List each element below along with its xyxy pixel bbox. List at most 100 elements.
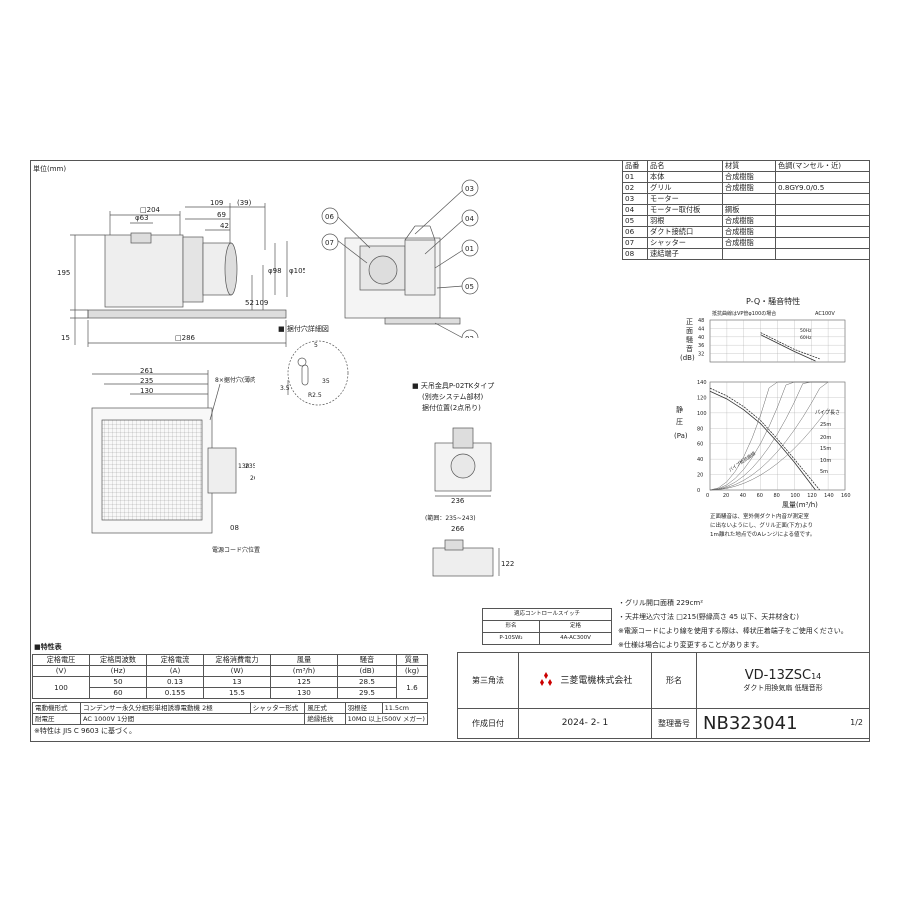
note-line: ・グリル開口面積 229cm²	[618, 599, 704, 607]
parts-cell: 06	[622, 226, 648, 238]
pipe-length: 15m	[820, 446, 831, 452]
part-callout: 05	[465, 283, 474, 291]
page-number: 1/2	[850, 718, 863, 727]
dim-label: 261	[250, 475, 255, 482]
product-name: ダクト用換気扇 低騒音形	[743, 684, 823, 693]
part-callout: 03	[465, 185, 474, 193]
pipe-length: 25m	[820, 422, 831, 428]
parts-cell: 鋼板	[722, 204, 776, 216]
parts-cell: 速結端子	[647, 248, 723, 260]
parts-cell	[722, 193, 776, 205]
hanger-drawing: 236 (範囲：235~243) 266 122	[425, 427, 514, 577]
dim-label: 266	[451, 525, 465, 533]
pipe-resistance-curve	[709, 381, 829, 491]
parts-cell	[775, 248, 870, 260]
cord-hole-note: 電源コード穴位置	[212, 547, 261, 554]
part-callout: 04	[465, 215, 474, 223]
dim-label: 42	[220, 222, 229, 230]
noise-curve-60Hz	[760, 332, 820, 360]
spec-table-title: ■特性表	[34, 643, 62, 651]
x-tick-label: 20	[723, 493, 729, 499]
parts-cell: 05	[622, 215, 648, 227]
parts-header: 品番	[622, 160, 648, 172]
parts-cell	[775, 215, 870, 227]
switch-table-title: 適応コントロールスイッチ	[482, 608, 612, 621]
dim-label: 52	[245, 299, 254, 307]
dim-label: φ98	[268, 267, 282, 275]
noise-tick-label: 44	[698, 326, 704, 332]
switch-model: P-10SW₂	[482, 632, 540, 645]
chart-note: 抵抗曲線はVP管φ100の場合	[712, 310, 776, 317]
dim-label: 130	[140, 387, 153, 395]
spec-header: 風量	[270, 654, 338, 666]
parts-cell	[775, 171, 870, 183]
dim-label: 130	[238, 463, 250, 470]
pressure-tick-label: 80	[697, 426, 703, 432]
spec-cell: 50	[89, 676, 147, 688]
pq-chart: P-Q・騒音特性 抵抗曲線はVP管φ100の場合 AC100V 正 面 騒 音 …	[674, 296, 851, 538]
parts-cell	[775, 226, 870, 238]
chart-voltage: AC100V	[815, 311, 835, 317]
dim-label: φ105	[289, 267, 305, 275]
x-tick-label: 100	[790, 493, 800, 499]
parts-cell: 01	[622, 171, 648, 183]
parts-cell: 03	[622, 193, 648, 205]
pipe-length: 20m	[820, 435, 831, 441]
projection-method: 第三角法	[457, 652, 519, 709]
parts-cell: ダクト接続口	[647, 226, 723, 238]
parts-cell: モーター	[647, 193, 723, 205]
motor-value: コンデンサー永久分相形単相誘導電動機 2極	[80, 702, 251, 714]
pipe-length-label: パイプ長さ	[815, 409, 840, 416]
note-line: ・天井埋込穴寸法 □215(野縁高さ 45 以下、天井材含む)	[618, 613, 800, 621]
spec-unit: (m³/h)	[270, 665, 338, 677]
dim-label: R2.5	[308, 392, 322, 399]
spec-cell: 28.5	[337, 676, 397, 688]
legend-50hz: 50Hz	[800, 328, 812, 334]
switch-rating: 4A-AC300V	[538, 632, 613, 645]
document-number: NB323041	[703, 712, 798, 734]
pressure-tick-label: 0	[697, 488, 700, 494]
title-block: 第三角法 三菱電機株式会社 形名 VD-13ZSC14 ダクト用換気扇 低騒音形…	[457, 652, 870, 739]
hanger-install-note: 据付位置(2点吊り)	[422, 404, 481, 412]
pipe-resistance-curve	[709, 381, 829, 491]
part-callout: 02	[465, 335, 474, 338]
parts-cell: 羽根	[647, 215, 723, 227]
chart-footnote: 1m離れた地点でのAレンジによる値です。	[710, 530, 815, 538]
parts-cell: 合成樹脂	[722, 171, 776, 183]
part-callout: 06	[325, 213, 334, 221]
noise-tick-label: 40	[698, 335, 704, 341]
dim-label: 122	[501, 560, 514, 568]
voltage-label: 耐電圧	[31, 713, 82, 725]
dim-label: □286	[175, 334, 196, 342]
dim-label: 236	[451, 497, 465, 505]
date-label: 作成日付	[457, 708, 519, 739]
spec-cell: 130	[270, 687, 338, 699]
part-callout: 01	[465, 245, 474, 253]
parts-cell: 04	[622, 204, 648, 216]
x-tick-label: 80	[774, 493, 780, 499]
shutter-label: シャッター形式	[249, 702, 306, 714]
switch-header: 定格	[538, 620, 613, 633]
spec-cell: 0.13	[146, 676, 204, 688]
pq-curve-50Hz	[709, 390, 816, 491]
pipe-resistance-curve	[709, 408, 829, 491]
spec-table: 定格電圧 定格周波数 定格電流 定格消費電力 風量 騒音 質量 (V) (Hz)…	[32, 654, 428, 699]
pressure-tick-label: 100	[697, 411, 707, 417]
parts-cell	[775, 204, 870, 216]
parts-cell: 08	[622, 248, 648, 260]
note-line: ※電源コードにより線を使用する際は、棒状圧着端子をご使用ください。	[618, 627, 848, 635]
units-label: 単位(mm)	[33, 165, 67, 173]
parts-cell: 07	[622, 237, 648, 249]
hole-note: 8×据付穴(薄肉)	[215, 376, 255, 384]
hanger-subtitle: (別売システム部材)	[422, 393, 484, 401]
x-axis-label: 風量(m³/h)	[782, 501, 818, 509]
x-tick-label: 0	[706, 493, 709, 499]
blade-label: 羽根径	[344, 702, 383, 714]
dim-label: 261	[140, 368, 153, 375]
parts-cell: 合成樹脂	[722, 237, 776, 249]
parts-header: 色調(マンセル・近)	[775, 160, 870, 172]
x-tick-label: 160	[841, 493, 851, 499]
pipe-length: 10m	[820, 458, 831, 464]
spec-unit: (V)	[32, 665, 90, 677]
